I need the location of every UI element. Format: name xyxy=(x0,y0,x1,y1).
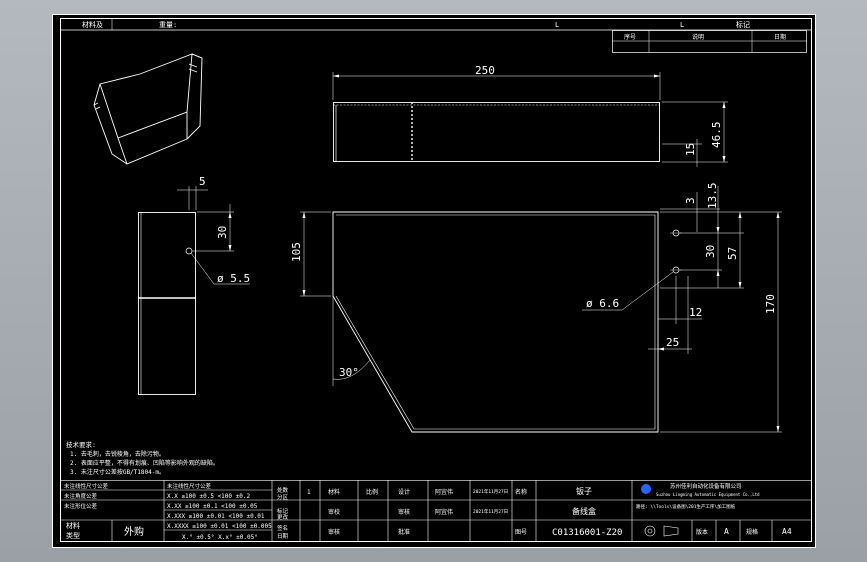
tb-c6: 设计 xyxy=(398,488,410,496)
tb-r2-c7: 图号 xyxy=(515,529,527,536)
tb-r3-c1: 签名 xyxy=(277,524,288,532)
dim-3: 3 xyxy=(684,197,697,204)
tol-angle-row: X.° ±0.5° X.x° ±0.05° xyxy=(182,534,258,541)
company-name-cn: 苏州佳利自动化设备有限公司 xyxy=(670,482,742,490)
version-value: A xyxy=(724,527,729,536)
material-label-1: 材料 xyxy=(66,521,80,530)
top-title-strip: 材料及 重量: L L 标记 序号 说明 日期 xyxy=(60,18,812,53)
notes-line-3: 3. 未注尺寸公差按GB/T1804-m。 xyxy=(70,468,165,476)
tol-head-2: 未注角度公差 xyxy=(64,492,98,500)
dim-13-5: 13.5 xyxy=(706,183,719,210)
dim-15: 15 xyxy=(684,143,697,156)
dim-hole-5-5: ø 5.5 xyxy=(217,272,250,285)
tb-r2-c6: 2021年11月27日 xyxy=(473,508,508,515)
cad-drawing: 材料及 重量: L L 标记 序号 说明 日期 250 xyxy=(52,14,816,548)
tol-row-1: X.X ≥100 ±0.5 <100 ±0.2 xyxy=(167,493,250,500)
tb-r2-c1: 标记 xyxy=(277,507,289,515)
tol-row-4: X.XXXX ≥100 ±0.01 <100 ±0.005 xyxy=(167,523,272,530)
dim-250: 250 xyxy=(475,64,495,77)
part-name: 备线盒 xyxy=(572,506,596,516)
dim-170: 170 xyxy=(764,294,777,314)
tb-r2-c5: 阿宜伟 xyxy=(435,508,453,516)
outer-border xyxy=(52,14,816,548)
drawing-number: C01316001-Z20 xyxy=(552,528,622,538)
dim-5: 5 xyxy=(199,175,206,188)
tb-r3-c6: 规格 xyxy=(746,528,758,536)
tol-row-3: X.XXX ≥100 ±0.01 <100 ±0.01 xyxy=(167,513,265,520)
tb-c2: 分区 xyxy=(277,493,289,501)
dim-30-main: 30 xyxy=(704,245,717,258)
projection-symbol-icon xyxy=(644,525,679,537)
dim-30-side: 30 xyxy=(216,226,229,239)
dim-105: 105 xyxy=(290,242,303,262)
dim-46-5: 46.5 xyxy=(710,122,723,149)
dim-25: 25 xyxy=(666,336,679,349)
title-block: 未注线性尺寸公差 未注角度公差 未注形位公差 未注线性尺寸公差 X.X ≥100… xyxy=(60,480,812,542)
isometric-view xyxy=(93,53,203,165)
front-view: 105 170 57 30 3 13.5 ø 6.6 12 25 xyxy=(290,183,782,433)
tb-c8: 2021年11月27日 xyxy=(473,488,508,495)
tb-c3: 1 xyxy=(307,489,311,496)
notes-heading: 技术要求: xyxy=(66,440,96,449)
tol-head-1: 未注线性尺寸公差 xyxy=(64,482,109,490)
part-type: 钣子 xyxy=(576,486,592,496)
top-mark-1: L xyxy=(555,21,559,29)
file-path: 路径: \\Tools\设备图\201生产工序\加工图纸 xyxy=(636,503,736,510)
tb-r2-c3: 审校 xyxy=(328,508,340,516)
tb-r3-c2: 日期 xyxy=(277,533,289,540)
tb-c1: 处数 xyxy=(277,486,289,494)
top-label-mark: 标记 xyxy=(736,20,750,29)
dim-12: 12 xyxy=(689,306,702,319)
dim-57: 57 xyxy=(726,247,739,260)
material-value: 外购 xyxy=(124,525,144,538)
notes-line-1: 1. 去毛刺，去锐棱角，去除污物。 xyxy=(70,450,165,458)
drawing-sheet: 材料及 重量: L L 标记 序号 说明 日期 250 xyxy=(52,14,816,548)
tb-r2-c4: 审核 xyxy=(398,508,410,516)
rev-col-no: 序号 xyxy=(624,33,636,41)
tb-r3-c4: 批准 xyxy=(398,528,410,536)
tb-c5: 比例 xyxy=(366,488,378,496)
tb-r2-c2: 更改 xyxy=(277,513,289,521)
tol-head-right: 未注线性尺寸公差 xyxy=(167,482,212,490)
tb-r3-c5: 版本 xyxy=(696,528,708,536)
top-mark-2: L xyxy=(680,21,684,29)
company-name-en: Suzhou Lingming Automatic Equipment Co.,… xyxy=(656,492,760,497)
dim-hole-6-6: ø 6.6 xyxy=(586,297,619,310)
tb-c7: 阿宜伟 xyxy=(435,488,453,496)
material-label-2: 类型 xyxy=(66,531,80,540)
dim-angle-30: 30° xyxy=(339,366,359,379)
size-value: A4 xyxy=(782,527,792,536)
top-label-weight: 重量: xyxy=(159,21,177,29)
rev-col-date: 日期 xyxy=(774,33,786,41)
top-view: 250 46.5 15 xyxy=(332,64,728,167)
tol-row-2: X.XX ≥100 ±0.1 <100 ±0.05 xyxy=(167,503,258,510)
tol-head-3: 未注形位公差 xyxy=(64,502,98,510)
tb-c9: 名称 xyxy=(515,488,527,496)
tb-c4: 材料 xyxy=(328,488,340,496)
notes-line-2: 2. 表面应平整，不得有划痕、凹陷等影响外观的缺陷。 xyxy=(70,459,219,467)
tb-r3-c3: 审核 xyxy=(328,528,340,536)
rev-col-desc: 说明 xyxy=(692,33,704,41)
side-view: 5 30 ø 5.5 xyxy=(138,175,250,395)
top-label-material: 材料及 xyxy=(82,20,103,29)
company-logo-icon xyxy=(641,484,651,494)
technical-notes: 技术要求: 1. 去毛刺，去锐棱角，去除污物。 2. 表面应平整，不得有划痕、凹… xyxy=(66,440,219,476)
